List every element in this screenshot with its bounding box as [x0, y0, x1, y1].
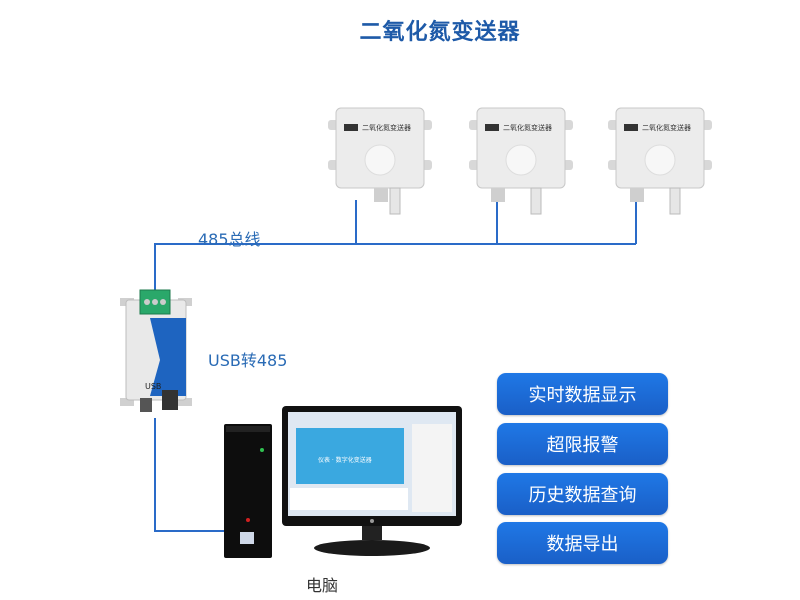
- feature-realtime-display: 实时数据显示: [497, 373, 668, 415]
- bus-label: 485总线: [198, 230, 261, 249]
- pc-tower: [224, 424, 272, 558]
- sensor-2: 二氧化氮变送器: [469, 107, 573, 215]
- computer-label: 电脑: [306, 576, 339, 595]
- feature-history-query: 历史数据查询: [497, 473, 668, 515]
- feature-data-export: 数据导出: [497, 522, 668, 564]
- sensor-3-label: 二氧化氮变送器: [642, 123, 691, 132]
- sensor-2-label: 二氧化氮变送器: [503, 123, 552, 132]
- sensor-1-label: 二氧化氮变送器: [362, 123, 411, 132]
- screen-text: 仪表 · 数字化变送器: [318, 456, 372, 464]
- usb-485-converter: USB: [120, 289, 192, 412]
- converter-usb-text: USB: [145, 382, 161, 391]
- feature-over-limit-alarm: 超限报警: [497, 423, 668, 465]
- bus-wires: [154, 200, 637, 532]
- sensor-1: 二氧化氮变送器: [328, 107, 432, 215]
- converter-label: USB转485: [208, 351, 288, 370]
- diagram-title: 二氧化氮变送器: [359, 20, 521, 45]
- sensor-3: 二氧化氮变送器: [608, 107, 712, 215]
- monitor: 仪表 · 数字化变送器: [282, 406, 462, 556]
